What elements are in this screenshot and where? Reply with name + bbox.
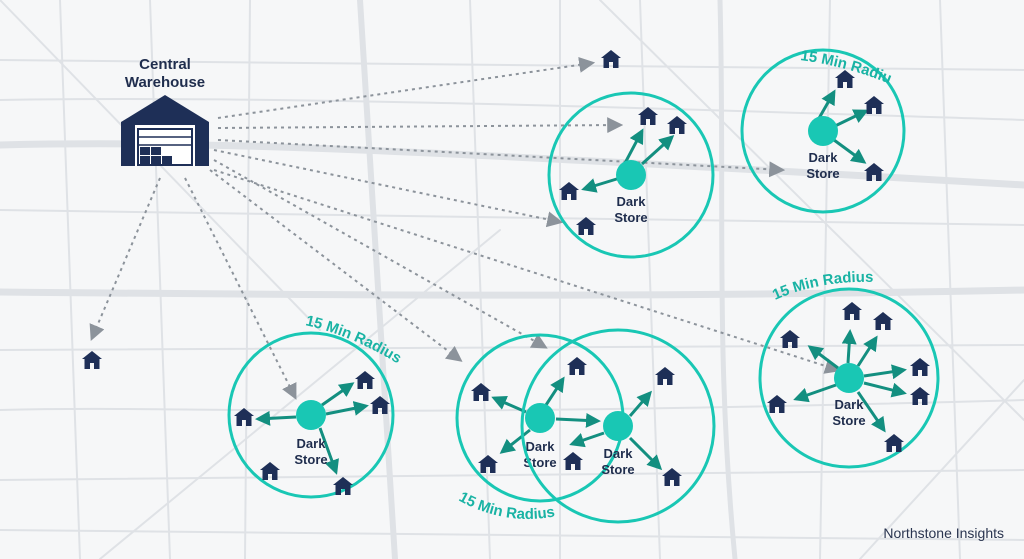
brand-label: Northstone Insights (883, 525, 1004, 541)
delivery-arrows (569, 390, 663, 471)
house-icon (767, 395, 787, 413)
house-icon (563, 452, 583, 470)
route-line (89, 177, 161, 341)
warehouse-icon (121, 95, 209, 166)
delivery-arrows (491, 376, 601, 454)
dark-store-label-line2: Store (614, 210, 647, 225)
dark-store-label-line1: Dark (526, 439, 556, 454)
house-icon (355, 371, 375, 389)
house-icon (655, 367, 675, 385)
dark-store-label-line2: Store (806, 166, 839, 181)
delivery-arrows (255, 382, 369, 475)
dark-store-label-line2: Store (601, 462, 634, 477)
house-icon (873, 312, 893, 330)
route-line (209, 169, 463, 362)
house-icon (864, 96, 884, 114)
house-icon (333, 477, 353, 495)
house-icon (82, 351, 102, 369)
dark-store-dot (525, 403, 555, 433)
radius-circle (758, 287, 940, 469)
route-line (213, 159, 548, 349)
house-icon (567, 357, 587, 375)
dark-store-label-line1: Dark (809, 150, 839, 165)
delivery-zone-6: 15 Min Radius Dark Store (758, 269, 940, 469)
dark-store-label-line1: Dark (604, 446, 634, 461)
radius-label: 15 Min Radius (770, 269, 874, 304)
house-icon (842, 302, 862, 320)
warehouse-label-line1: Central (139, 56, 191, 73)
house-icon (471, 383, 491, 401)
route-line (213, 149, 564, 228)
dark-store-dot (296, 400, 326, 430)
warehouse-label-line2: Warehouse (125, 74, 205, 91)
dark-store-label-line1: Dark (297, 436, 327, 451)
supply-routes (89, 56, 842, 400)
radius-circle (520, 328, 716, 524)
delivery-zone-5: Dark Store (520, 328, 716, 524)
dark-store-dot (808, 116, 838, 146)
house-icon (576, 217, 596, 235)
dark-store-dot (603, 411, 633, 441)
house-icon (638, 107, 658, 125)
delivery-zone-2: 15 Min Radius Dark Store (0, 0, 906, 214)
house-icon (884, 434, 904, 452)
route-line (217, 56, 596, 119)
dark-store-label-line1: Dark (617, 194, 647, 209)
route-line (217, 139, 786, 178)
house-icon (559, 182, 579, 200)
route-line (213, 169, 842, 374)
delivery-zone-4: Dark Store 15 Min Radius (455, 333, 625, 523)
route-line (184, 177, 297, 400)
dark-store-label-line2: Store (832, 413, 865, 428)
dark-store-label-line2: Store (294, 452, 327, 467)
delivery-arrows (816, 89, 869, 164)
radius-circle (227, 331, 395, 499)
delivery-zone-3: 15 Min Radius Dark Store (227, 312, 404, 499)
dark-store-label-line1: Dark (835, 397, 865, 412)
delivery-arrows (793, 329, 907, 433)
dark-store-dot (834, 363, 864, 393)
radius-circle (547, 91, 715, 259)
delivery-arrows (581, 128, 675, 193)
dark-store-dot (616, 160, 646, 190)
house-icon (478, 455, 498, 473)
central-warehouse: Central Warehouse (121, 56, 209, 166)
radius-circle (740, 48, 906, 214)
house-icon (662, 468, 682, 486)
delivery-zone-1: Dark Store (547, 91, 715, 259)
house-icon (667, 116, 687, 134)
house-icon (910, 358, 930, 376)
